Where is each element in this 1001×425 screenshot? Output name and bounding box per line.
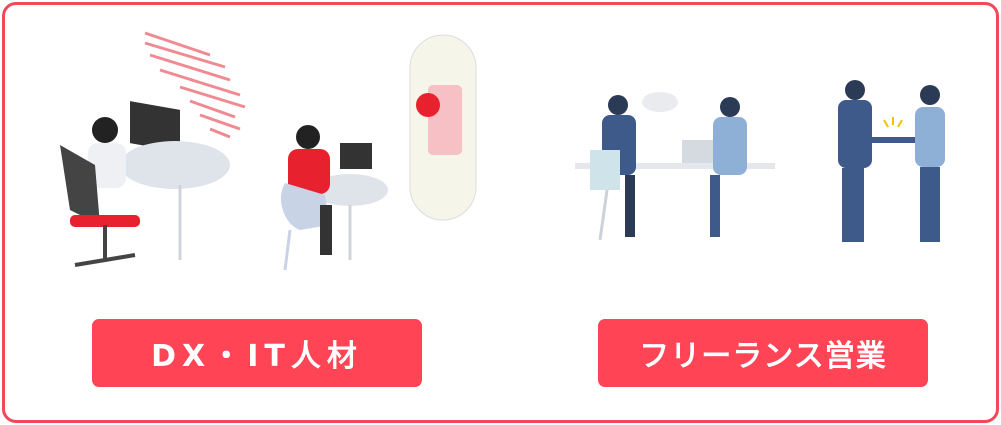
laptop [682,140,720,163]
desk [120,141,230,189]
person-handshake-left [838,100,872,168]
monitor [130,101,180,152]
person-red-shirt [288,149,330,194]
dx-it-illustration [60,31,477,271]
person-handshake-right [915,107,945,167]
speech-bubble-icon [642,92,678,112]
person-head [92,117,118,143]
freelance-sales-label: フリーランス営業 [598,319,928,387]
meeting-table [575,163,775,169]
person-body [88,143,126,188]
dx-it-label: DX・IT人材 [92,319,422,387]
code-lines [144,31,246,139]
person-light-suit [713,117,747,175]
freelance-sales-illustration [575,80,945,242]
office-chair [60,145,100,225]
